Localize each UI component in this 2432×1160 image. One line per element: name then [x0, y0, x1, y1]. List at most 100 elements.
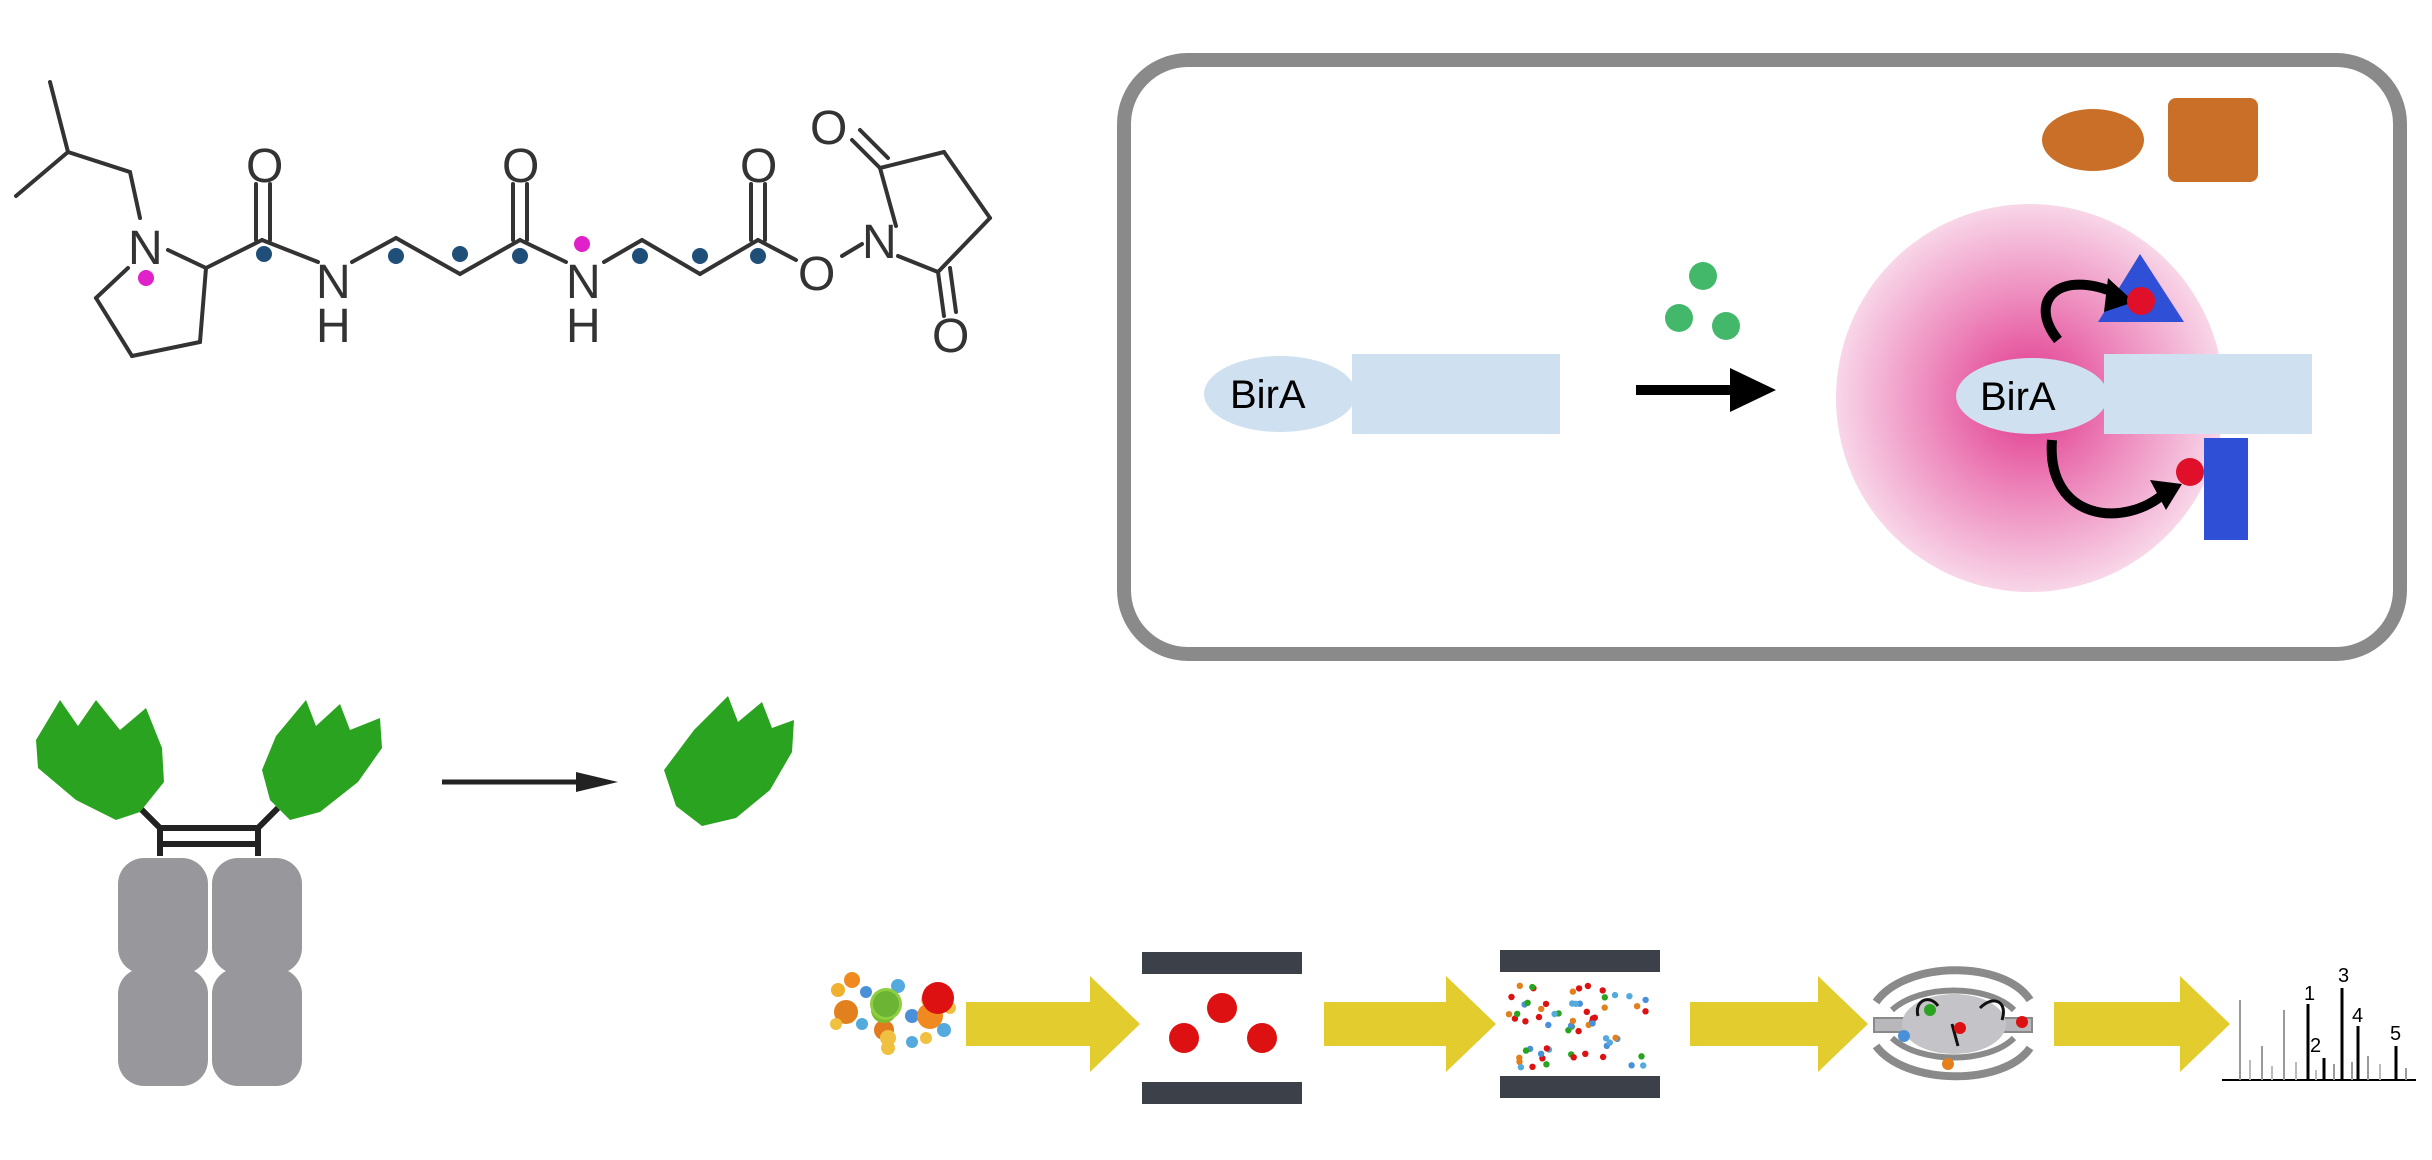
peptide-dot: [1583, 1008, 1591, 1015]
particle: [830, 1018, 842, 1030]
bond: [260, 238, 320, 264]
ms-shell: [1872, 966, 2034, 1005]
peptide-dot: [1522, 1018, 1529, 1025]
workflow-arrow: [966, 976, 1140, 1072]
peptide-dot: [1601, 994, 1609, 1001]
hinge: [137, 805, 163, 831]
bira-label-right: BirA: [1980, 375, 2056, 419]
transfer-arrow-upper: [2040, 279, 2121, 344]
ion: [1898, 1030, 1910, 1042]
biotin-tag: [2176, 458, 2204, 486]
bond: [128, 170, 142, 220]
peptide-dot: [1569, 988, 1577, 995]
peptide-dot: [1606, 1039, 1614, 1046]
atom-n: N: [862, 216, 897, 269]
workflow-arrow: [1324, 976, 1496, 1072]
workflow-panel: 1 2 3 4 5: [830, 950, 2416, 1104]
peptide-dot: [1543, 1045, 1551, 1052]
bira-label-left: BirA: [1230, 373, 1306, 417]
biotin-dot: [1689, 262, 1717, 290]
bond: [94, 266, 130, 300]
enzyme-body-left: [1352, 354, 1560, 434]
plate-bottom: [1500, 1076, 1660, 1098]
target-bar: [2204, 438, 2248, 540]
isotope-markers: [138, 236, 766, 286]
ms-shell: [1872, 1043, 2034, 1081]
enzyme-body-right: [2104, 354, 2312, 434]
peptide-dot: [1516, 1058, 1523, 1066]
peptide-dot: [1569, 1017, 1577, 1025]
fc-domain: [212, 968, 302, 1086]
transfer-arrow-lower-head: [2150, 480, 2182, 510]
particle: [905, 1009, 919, 1023]
peptide-dot: [1584, 982, 1592, 990]
particle: [880, 1030, 896, 1046]
bond: [850, 138, 882, 170]
biotin-dot: [1665, 304, 1693, 332]
ms-ion-path: [1915, 998, 1940, 1017]
peptide-dot: [1524, 999, 1531, 1006]
cleavage-arrow-head: [576, 772, 618, 792]
peptide-dot: [1516, 982, 1524, 989]
peak-label-4: 4: [2352, 1005, 2363, 1027]
marker-blue: [750, 248, 766, 264]
peptide-dot: [1611, 991, 1619, 999]
particle: [831, 983, 845, 997]
transfer-arrow-lower: [2046, 439, 2170, 519]
workflow-arrow: [1690, 976, 1868, 1072]
particle: [891, 979, 905, 993]
reaction-arrow-head: [1730, 368, 1776, 412]
atom-n: N: [316, 256, 351, 309]
atom-o: O: [502, 140, 539, 193]
bond: [936, 270, 946, 318]
peptide-dot: [1572, 1000, 1580, 1007]
marker-blue: [632, 248, 648, 264]
biotin-tag: [2127, 287, 2155, 315]
atom-n: N: [128, 222, 163, 275]
bond: [840, 242, 864, 258]
peptide-dot: [1575, 1027, 1582, 1035]
particle: [920, 1032, 932, 1044]
bond: [48, 80, 70, 154]
enriched-protein: [1247, 1023, 1277, 1053]
peak-label-2: 2: [2310, 1035, 2321, 1057]
bond: [94, 296, 134, 358]
bira-panel: BirA BirA: [1117, 53, 2407, 661]
peptide-dots: [1505, 982, 1649, 1071]
peptide-dot: [1626, 993, 1633, 1000]
transfer-arrow-upper-head: [2104, 278, 2134, 312]
peptide-dot: [1570, 1054, 1577, 1061]
atom-o: O: [740, 140, 777, 193]
ms-ion-path: [1950, 1023, 1960, 1047]
fc-domain: [118, 968, 208, 1086]
bond: [756, 238, 798, 262]
particle: [881, 1041, 895, 1055]
plate-top: [1500, 950, 1660, 972]
peptide-dot: [1602, 1035, 1610, 1042]
legend-oval: [2042, 109, 2144, 171]
marker-magenta: [574, 236, 590, 252]
bond: [204, 238, 264, 270]
peptide-dot: [1535, 1013, 1543, 1021]
peptide-dot: [1538, 1005, 1545, 1013]
peak-label-5: 5: [2390, 1023, 2401, 1045]
bond: [878, 150, 946, 170]
marker-blue: [388, 248, 404, 264]
particle: [860, 986, 872, 998]
atom-o: O: [810, 102, 847, 155]
bond: [518, 238, 568, 264]
bond: [698, 238, 760, 276]
biotin-dot: [1712, 312, 1740, 340]
enriched-protein: [1207, 993, 1237, 1023]
marker-blue: [256, 246, 272, 262]
particle-red: [922, 982, 954, 1014]
ion: [2016, 1016, 2028, 1028]
fab-left: [36, 700, 164, 820]
particle: [906, 1036, 918, 1048]
mass-spectrum: [2222, 988, 2416, 1081]
peptide-dot: [1551, 1010, 1558, 1018]
plate-top: [1142, 952, 1302, 974]
bond: [602, 238, 644, 264]
peptide-dot: [1640, 1062, 1647, 1069]
peptide-dot: [1638, 1053, 1645, 1060]
